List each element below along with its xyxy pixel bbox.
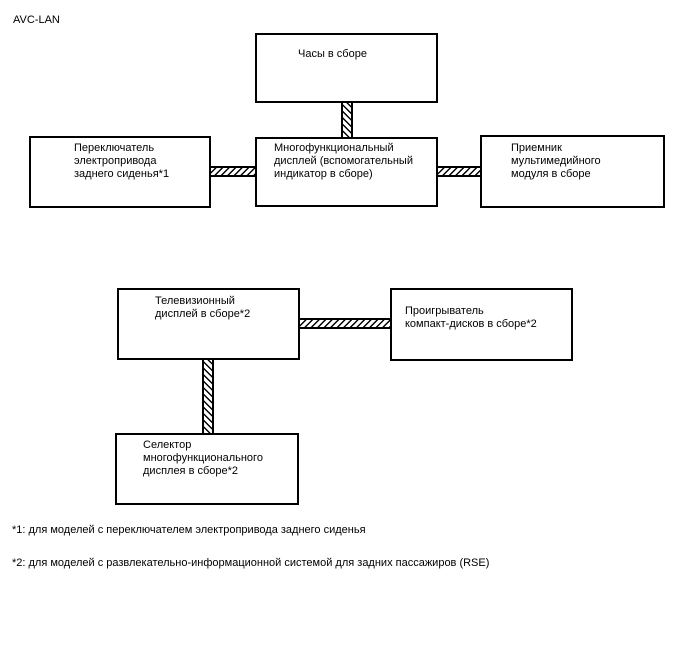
node-cd-player: Проигрыватель компакт-дисков в сборе*2 (390, 288, 573, 361)
node-rear-seat-switch-label: Переключатель электропривода заднего сид… (74, 142, 170, 180)
node-clock-label: Часы в сборе (298, 48, 367, 60)
node-multifunction-display-label: Многофункциональный дисплей (вспомогател… (274, 142, 413, 180)
node-rear-seat-switch: Переключатель электропривода заднего сид… (29, 136, 211, 208)
node-multimedia-receiver: Приемник мультимедийного модуля в сборе (480, 135, 665, 208)
node-display-selector: Селектор многофункционального дисплея в … (115, 433, 299, 505)
node-cd-player-label: Проигрыватель компакт-дисков в сборе*2 (405, 305, 537, 330)
bus-tv-to-selector (202, 358, 214, 435)
node-clock: Часы в сборе (255, 33, 438, 103)
node-multifunction-display: Многофункциональный дисплей (вспомогател… (255, 137, 438, 207)
node-tv-display-label: Телевизионный дисплей в сборе*2 (155, 295, 251, 320)
diagram-title: AVC-LAN (13, 14, 60, 26)
footnote-2: *2: для моделей с развлекательно-информа… (12, 557, 490, 569)
node-display-selector-label: Селектор многофункционального дисплея в … (143, 439, 263, 477)
bus-switch-to-display (208, 166, 257, 177)
bus-display-to-receiver (436, 166, 482, 177)
bus-clock-to-display (341, 101, 353, 139)
node-tv-display: Телевизионный дисплей в сборе*2 (117, 288, 300, 360)
node-multimedia-receiver-label: Приемник мультимедийного модуля в сборе (511, 142, 601, 180)
footnote-1: *1: для моделей с переключателем электро… (12, 524, 366, 536)
bus-tv-to-cd-player (298, 318, 392, 329)
